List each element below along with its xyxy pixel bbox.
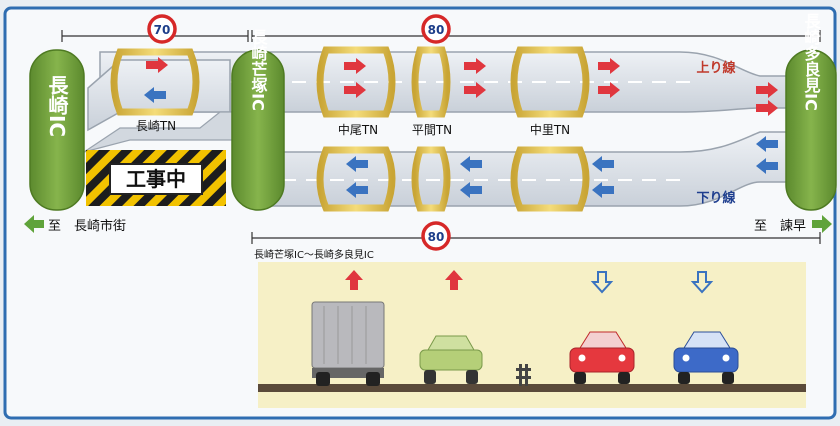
speed-limit-sign-2: 80: [421, 14, 451, 44]
ic-nagasaki-tarami: 長崎多良見IC: [785, 13, 837, 211]
construction-barrier: 工事中: [86, 150, 226, 206]
up-arrow-icon: [345, 270, 363, 290]
ic-nagasaki-kabashima: 長崎芒塚IC: [231, 29, 285, 211]
up-arrow-icon: [464, 82, 486, 98]
median-post: [516, 364, 531, 386]
car-green: [419, 335, 483, 384]
ic-tarami-label: 長崎多良見IC: [802, 13, 822, 111]
up-arrow-icon: [598, 58, 620, 74]
down-arrow-icon: [346, 182, 368, 198]
nagasaki-ramp-lower: [83, 111, 241, 153]
destination-right-label: 至 諫早: [754, 218, 806, 234]
construction-sign: 工事中: [126, 167, 186, 191]
ic-nagasaki: 長崎IC: [29, 49, 85, 211]
down-arrow-icon: [756, 136, 778, 152]
tunnel-nakao-down: [316, 146, 396, 212]
car-blue: [673, 331, 739, 384]
svg-text:80: 80: [428, 230, 445, 244]
up-arrow-icon: [344, 58, 366, 74]
tunnel-nakazato-up: [510, 46, 590, 118]
up-arrow-icon: [756, 100, 778, 116]
truck: [311, 301, 385, 386]
down-arrow-icon: [460, 182, 482, 198]
destination-left-label: 至 長崎市街: [48, 218, 126, 234]
road-surface: [258, 384, 806, 392]
svg-text:70: 70: [154, 23, 171, 37]
up-lane-arrows: [146, 57, 778, 116]
vehicle-direction-arrows: [345, 270, 714, 294]
ic-nagasaki-label: 長崎IC: [45, 75, 69, 138]
up-arrow-icon: [756, 82, 778, 98]
ic-kabashima-label: 長崎芒塚IC: [249, 29, 268, 111]
tunnel-hirama-up: [411, 46, 451, 118]
up-arrow-icon: [146, 57, 168, 73]
lane-label-up: 上り線: [696, 60, 736, 76]
down-arrow-icon: [346, 156, 368, 172]
tunnel-label-nakao: 中尾TN: [338, 122, 378, 137]
tunnel-label-hirama: 平間TN: [412, 123, 452, 137]
tunnel-nagasaki: [110, 48, 200, 116]
tunnel-label-nagasaki: 長崎TN: [136, 119, 176, 133]
tunnel-nakazato-down: [510, 146, 590, 212]
up-arrow-icon: [344, 82, 366, 98]
svg-text:80: 80: [428, 23, 445, 37]
down-arrow-icon: [590, 271, 614, 294]
section-label: 長崎芒塚IC～長崎多良見IC: [254, 248, 374, 261]
up-arrow-icon: [598, 82, 620, 98]
up-arrow-icon: [464, 58, 486, 74]
destination-right: 至 諫早: [754, 215, 832, 234]
down-arrow-icon: [592, 182, 614, 198]
lane-label-down: 下り線: [696, 190, 736, 206]
down-arrow-icon: [460, 156, 482, 172]
up-arrow-icon: [445, 270, 463, 290]
down-arrow-icon: [592, 156, 614, 172]
speed-limit-sign-3: 80: [421, 221, 451, 251]
tunnel-hirama-down: [411, 146, 451, 212]
down-arrow-icon: [756, 158, 778, 174]
tunnel-label-nakazato: 中里TN: [530, 122, 570, 137]
tunnel-nakao-up: [316, 46, 396, 118]
down-arrow-icon: [144, 87, 166, 103]
right-arrow-icon: [812, 215, 832, 233]
down-arrow-icon: [690, 271, 714, 294]
destination-left: 至 長崎市街: [24, 215, 126, 234]
speed-limit-sign-1: 70: [147, 14, 177, 44]
left-arrow-icon: [24, 215, 44, 233]
down-lane-arrows: [144, 87, 778, 198]
dimension-line-bottom: [251, 232, 821, 244]
car-red: [569, 331, 635, 384]
